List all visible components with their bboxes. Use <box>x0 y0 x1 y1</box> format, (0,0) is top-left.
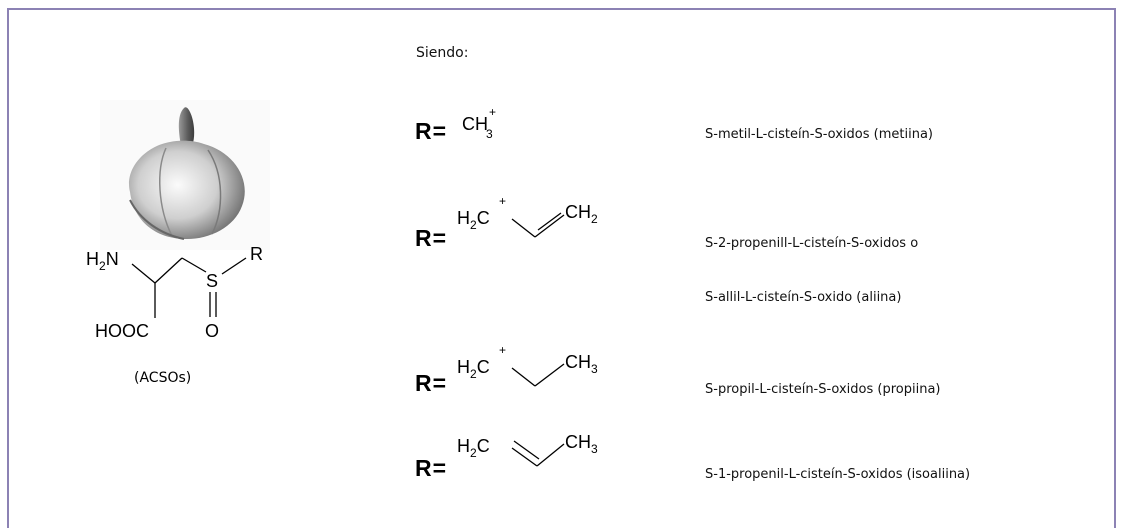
heading-siendo: Siendo: <box>416 45 469 61</box>
amine-group-label: H2N <box>86 249 119 273</box>
propenyl-formula: H2C CH3 <box>457 432 598 467</box>
substituent-name-isoaliina: S-1-propenil-L-cisteín-S-oxidos (isoalii… <box>705 467 971 482</box>
svg-text:+: + <box>499 343 506 357</box>
allyl-cation-formula: H2C + CH2 <box>457 194 598 238</box>
svg-text:H2C: H2C <box>457 357 490 381</box>
svg-text:+: + <box>489 105 496 119</box>
svg-text:H2C: H2C <box>457 208 490 232</box>
r-equals-label: R= <box>415 118 448 144</box>
substituent-name-metiina: S-metil-L-cisteín-S-oxidos (metiina) <box>705 127 933 142</box>
acso-core-structure: H2N HOOC S R O <box>86 244 263 341</box>
methyl-cation-formula: CH3 + <box>462 105 496 141</box>
svg-text:CH3: CH3 <box>565 432 598 456</box>
acid-group-label: HOOC <box>95 321 149 341</box>
sulfur-label: S <box>206 271 218 291</box>
svg-text:H2C: H2C <box>457 436 490 460</box>
substituent-name-aliina-line1: S-2-propenill-L-cisteín-S-oxidos o <box>705 236 919 251</box>
svg-text:CH3: CH3 <box>565 352 598 376</box>
propyl-cation-formula: H2C + CH3 <box>457 343 598 387</box>
r-group-label: R <box>250 244 263 264</box>
acso-caption: (ACSOs) <box>134 370 192 386</box>
r-equals-label: R= <box>415 455 448 481</box>
svg-text:+: + <box>499 194 506 208</box>
r-equals-label: R= <box>415 370 448 396</box>
garlic-bulb-image <box>100 100 270 250</box>
oxygen-label: O <box>205 321 219 341</box>
substituent-name-aliina-line2: S-allil-L-cisteín-S-oxido (aliina) <box>705 290 902 305</box>
r-equals-label: R= <box>415 225 448 251</box>
figure-frame <box>7 8 1116 528</box>
svg-text:CH3: CH3 <box>462 114 493 141</box>
svg-text:CH2: CH2 <box>565 202 598 226</box>
substituent-name-propiina: S-propil-L-cisteín-S-oxidos (propiina) <box>705 382 941 397</box>
